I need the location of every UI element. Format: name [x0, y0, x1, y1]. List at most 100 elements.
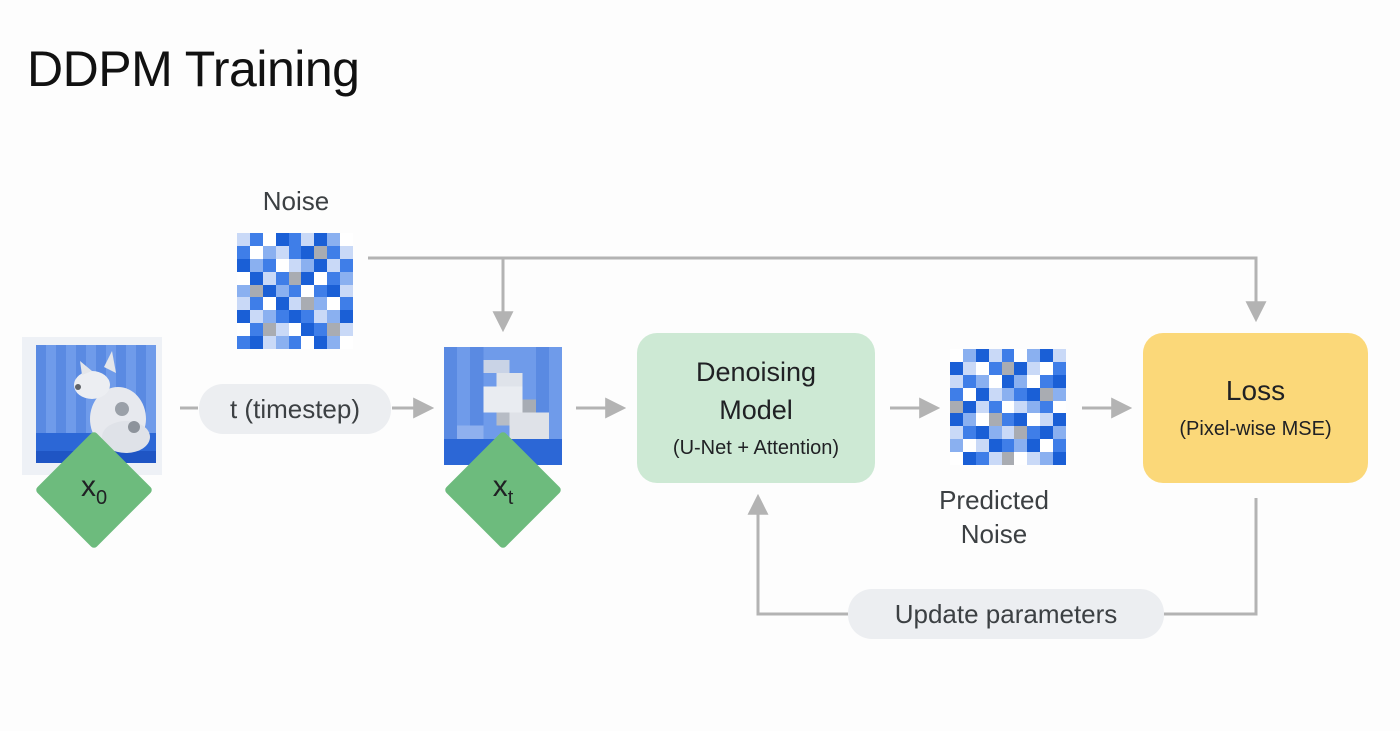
noise-cell [988, 400, 1002, 414]
noise-cell [340, 284, 353, 298]
x0-label: x0 [80, 470, 108, 509]
noise-cell [1014, 452, 1028, 465]
noise-cell [950, 413, 963, 427]
noise-cell [975, 439, 989, 453]
noise-cell [950, 426, 963, 440]
noise-cell [249, 297, 263, 311]
noise-cell [988, 349, 1002, 362]
noise-cell [1027, 349, 1041, 362]
noise-cell [1014, 349, 1028, 362]
noise-cell [975, 400, 989, 414]
noise-cell [1040, 439, 1054, 453]
noise-cell [262, 297, 276, 311]
noise-cell [1014, 413, 1028, 427]
noise-cell [988, 374, 1002, 388]
xt-label: xt [492, 470, 514, 509]
noise-cell [262, 233, 276, 246]
noise-cell [988, 413, 1002, 427]
noise-cell [988, 387, 1002, 401]
noise-cell [1027, 413, 1041, 427]
noise-cell [1027, 400, 1041, 414]
noise-cell [314, 271, 328, 285]
noise-cell [301, 297, 315, 311]
noise-cell [1040, 452, 1054, 465]
noise-cell [314, 258, 328, 272]
noise-cell [314, 336, 328, 349]
noise-cell [1040, 387, 1054, 401]
noise-cell [249, 336, 263, 349]
noise-cell [1053, 400, 1066, 414]
noise-cell [249, 310, 263, 324]
noise-cell [275, 245, 289, 259]
noise-cell [288, 284, 302, 298]
noise-cell [988, 439, 1002, 453]
noise-cell [262, 336, 276, 349]
noise-cell [1014, 361, 1028, 375]
noise-cell [237, 258, 250, 272]
update-parameters-pill: Update parameters [848, 589, 1164, 639]
noise-cell [301, 233, 315, 246]
noise-cell [1027, 426, 1041, 440]
noise-cell [988, 452, 1002, 465]
noise-cell [288, 297, 302, 311]
noise-cell [1053, 413, 1066, 427]
noise-cell [962, 400, 976, 414]
noise-cell [275, 258, 289, 272]
noise-cell [1001, 413, 1015, 427]
noise-cell [327, 271, 341, 285]
noise-cell [340, 310, 353, 324]
noise-cell [237, 323, 250, 337]
noise-cell [262, 310, 276, 324]
noise-cell [1001, 439, 1015, 453]
noise-cell [1001, 400, 1015, 414]
noise-cell [262, 323, 276, 337]
noise-cell [1001, 374, 1015, 388]
noise-cell [327, 297, 341, 311]
noise-cell [1040, 400, 1054, 414]
noise-cell [950, 387, 963, 401]
noise-image [237, 233, 353, 349]
noise-cell [327, 284, 341, 298]
noise-cell [1053, 349, 1066, 362]
noise-cell [301, 310, 315, 324]
noise-cell [1053, 374, 1066, 388]
noise-cell [1040, 374, 1054, 388]
noise-cell [962, 439, 976, 453]
noise-cell [288, 310, 302, 324]
noise-cell [327, 245, 341, 259]
noise-cell [950, 439, 963, 453]
noise-cell [1053, 439, 1066, 453]
noise-cell [962, 452, 976, 465]
noise-cell [327, 323, 341, 337]
model-subtitle: (U-Net + Attention) [672, 437, 840, 459]
noise-cell [950, 349, 963, 362]
noise-cell [237, 233, 250, 246]
noise-cell [1014, 426, 1028, 440]
noise-cell [275, 284, 289, 298]
noise-cell [962, 413, 976, 427]
noise-label: Noise [262, 186, 330, 216]
noise-cell [275, 297, 289, 311]
noise-cell [288, 323, 302, 337]
noise-cell [988, 426, 1002, 440]
noise-cell [962, 374, 976, 388]
noise-cell [962, 426, 976, 440]
noise-cell [301, 258, 315, 272]
noise-cell [314, 233, 328, 246]
noise-cell [275, 323, 289, 337]
noise-cell [262, 258, 276, 272]
noise-cell [1014, 374, 1028, 388]
noise-cell [1001, 387, 1015, 401]
noise-cell [975, 452, 989, 465]
noise-cell [301, 336, 315, 349]
noise-cell [340, 258, 353, 272]
noise-cell [249, 323, 263, 337]
noise-cell [975, 387, 989, 401]
arrow-noise-to-loss [368, 256, 1267, 323]
noise-cell [340, 336, 353, 349]
noise-cell [1040, 361, 1054, 375]
predicted-noise-label: Predicted Noise [939, 485, 1049, 549]
noise-cell [327, 336, 341, 349]
noise-cell [262, 271, 276, 285]
